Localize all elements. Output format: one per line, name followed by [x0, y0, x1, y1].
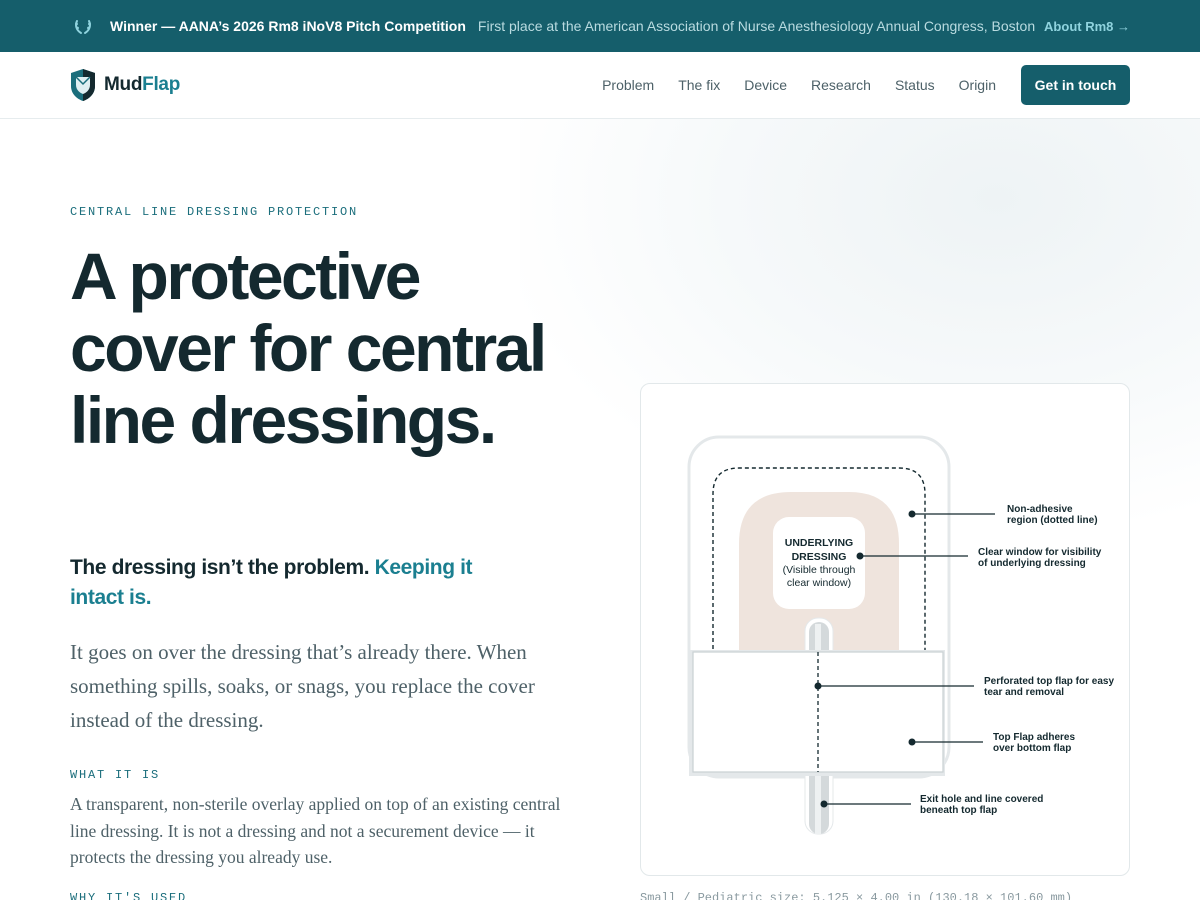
what-it-is-label: WHAT IT IS — [70, 768, 161, 782]
tagline-accent: Keeping it intact is. — [70, 556, 473, 609]
callout-dot-5 — [820, 800, 828, 808]
callout-dot-3 — [814, 682, 822, 690]
window-label-line-1: UNDERLYING — [785, 537, 853, 549]
about-rm8-link[interactable]: About Rm8 → — [1044, 18, 1130, 34]
brand-name: MudFlap — [104, 74, 180, 96]
hero-headline: A protective cover for central line dres… — [70, 239, 547, 457]
window-label-line-3: (Visible through — [783, 564, 856, 576]
non-adhesive-region — [712, 467, 926, 719]
callout-4-line-1: Top Flap adheres — [993, 732, 1075, 743]
callout-5-line-2: beneath top flap — [920, 805, 997, 816]
hero-tagline: The dressing isn’t the problem. Keeping … — [70, 553, 490, 613]
device-diagram-card: UNDERLYING DRESSING (Visible through cle… — [640, 383, 1130, 876]
callout-3-line-1: Perforated top flap for easy — [984, 676, 1114, 687]
brand-name-part2: Flap — [142, 74, 180, 95]
hero-eyebrow: CENTRAL LINE DRESSING PROTECTION — [70, 205, 359, 219]
hero-lead: It goes on over the dressing that’s alre… — [70, 640, 535, 732]
nav-link-the-fix[interactable]: The fix — [678, 77, 721, 93]
tagline-main: The dressing isn’t the problem. — [70, 556, 370, 579]
callout-5-line-1: Exit hole and line covered — [920, 794, 1043, 805]
callout-dot-4 — [908, 738, 916, 746]
window-label-line-2: DRESSING — [792, 551, 847, 563]
shield-icon — [71, 69, 95, 101]
callout-3-line-2: tear and removal — [984, 687, 1064, 698]
callout-1-line-1: Non-adhesive — [1007, 504, 1073, 515]
nav-link-origin[interactable]: Origin — [958, 77, 996, 93]
why-its-used-label: WHY IT'S USED — [70, 891, 188, 900]
brand-logo[interactable]: MudFlap — [70, 68, 180, 102]
main-nav: MudFlap Problem The fix Device Research … — [0, 52, 1200, 119]
callout-dot-1 — [908, 510, 916, 518]
announcement-winner: Winner — AANA’s 2026 Rm8 iNoV8 Pitch Com… — [110, 18, 466, 34]
nav-link-research[interactable]: Research — [811, 77, 871, 93]
clear-window — [773, 517, 865, 609]
diagram-caption: Small / Pediatric size: 5.125 × 4.00 in … — [640, 891, 1073, 900]
announcement-bar: Winner — AANA’s 2026 Rm8 iNoV8 Pitch Com… — [0, 0, 1200, 52]
callout-2-line-2: of underlying dressing — [978, 558, 1086, 569]
nav-link-problem[interactable]: Problem — [602, 77, 655, 93]
what-it-is-body: A transparent, non-sterile overlay appli… — [70, 794, 561, 867]
device-diagram: UNDERLYING DRESSING (Visible through cle… — [687, 435, 1114, 835]
callout-4-line-2: over bottom flap — [993, 743, 1071, 754]
callout-dot-2 — [856, 552, 864, 560]
brand-name-part1: Mud — [104, 74, 143, 95]
nav-link-status[interactable]: Status — [894, 77, 935, 93]
callout-1-line-2: region (dotted line) — [1007, 515, 1098, 526]
get-in-touch-button[interactable]: Get in touch — [1021, 65, 1130, 105]
callout-2-line-1: Clear window for visibility — [978, 547, 1102, 558]
nav-links: Problem The fix Device Research Status O… — [578, 65, 1130, 105]
window-label-line-4: clear window) — [787, 577, 851, 589]
laurel-icon — [72, 15, 94, 37]
nav-link-device[interactable]: Device — [744, 77, 788, 93]
announcement-detail: First place at the American Association … — [477, 18, 1036, 34]
